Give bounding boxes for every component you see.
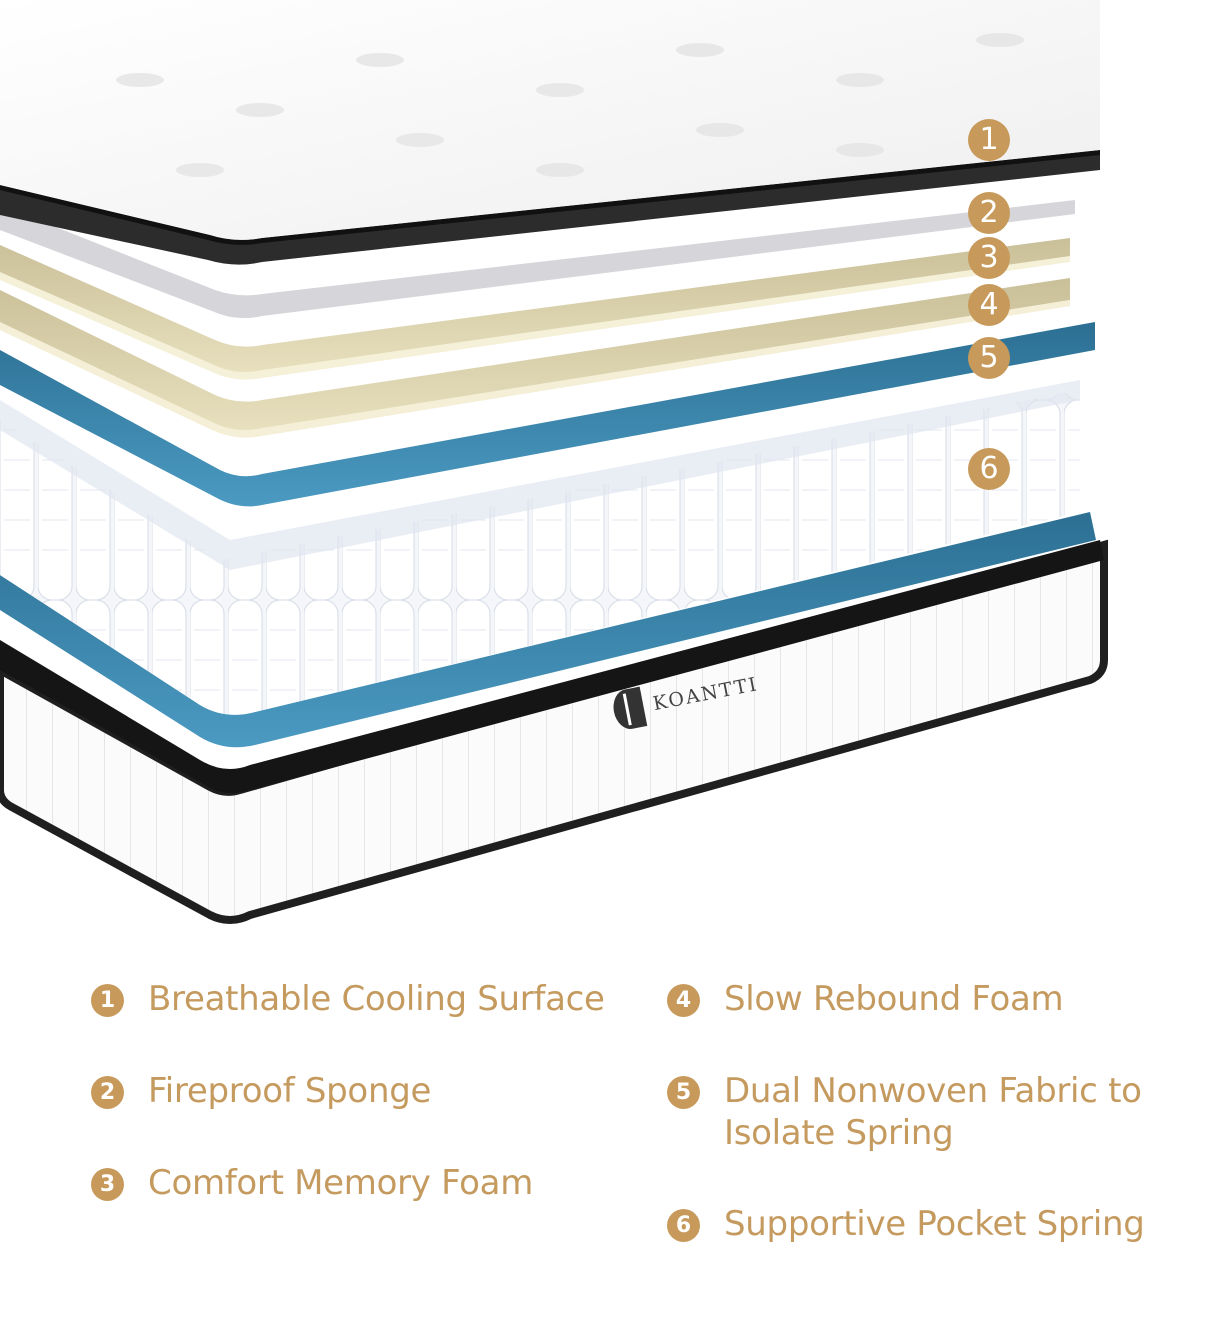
legend-label-6: Supportive Pocket Spring	[724, 1204, 1145, 1244]
mattress-layers-illustration: KOANTTI 1 2 3 4 5 6	[0, 0, 1214, 940]
legend-label-2: Fireproof Sponge	[148, 1071, 432, 1111]
layers-legend: 1 Breathable Cooling Surface 2 Fireproof…	[0, 960, 1214, 1300]
legend-item-3: 3 Comfort Memory Foam	[91, 1162, 533, 1204]
layer-badge-6: 6	[968, 448, 1010, 490]
legend-badge-2: 2	[91, 1076, 124, 1109]
legend-item-4: 4 Slow Rebound Foam	[667, 978, 1064, 1020]
legend-badge-1: 1	[91, 984, 124, 1017]
legend-label-1: Breathable Cooling Surface	[148, 979, 605, 1019]
legend-badge-6: 6	[667, 1209, 700, 1242]
legend-item-6: 6 Supportive Pocket Spring	[667, 1203, 1145, 1245]
legend-badge-5: 5	[667, 1076, 700, 1109]
mattress-cutaway-graphic	[0, 0, 1108, 924]
legend-label-5: Dual Nonwoven Fabric to Isolate Spring	[724, 1071, 1142, 1153]
layer-badge-2: 2	[968, 192, 1010, 234]
legend-badge-4: 4	[667, 984, 700, 1017]
legend-badge-3: 3	[91, 1168, 124, 1201]
legend-item-5: 5 Dual Nonwoven Fabric to Isolate Spring	[667, 1070, 1147, 1154]
legend-label-4: Slow Rebound Foam	[724, 979, 1064, 1019]
layer-badge-4: 4	[968, 284, 1010, 326]
koantti-logo-icon	[610, 686, 648, 732]
layer-badge-3: 3	[968, 237, 1010, 279]
legend-label-3: Comfort Memory Foam	[148, 1163, 534, 1203]
legend-item-2: 2 Fireproof Sponge	[91, 1070, 431, 1112]
layer-badge-5: 5	[968, 337, 1010, 379]
layer-badge-1: 1	[968, 119, 1010, 161]
legend-item-1: 1 Breathable Cooling Surface	[91, 978, 605, 1020]
